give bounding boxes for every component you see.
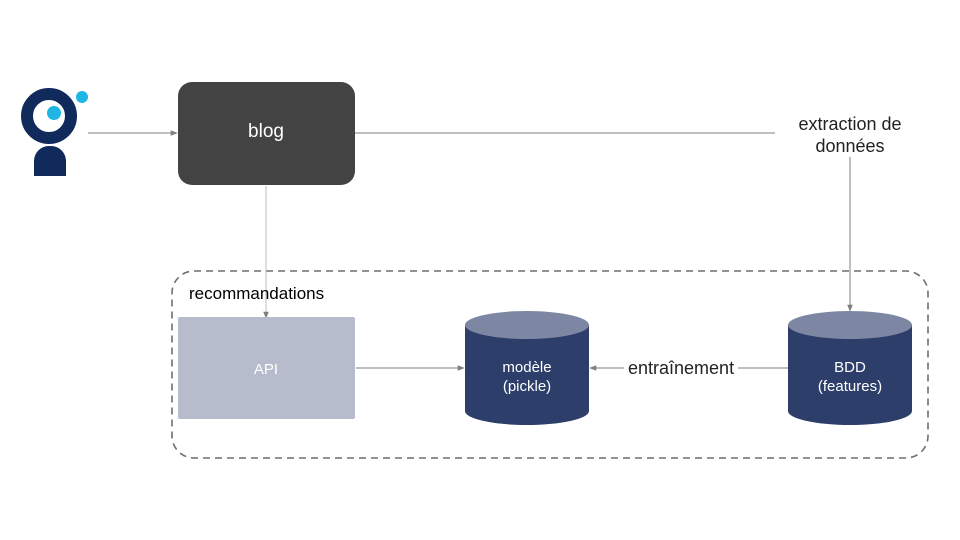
extraction-label-line2: données xyxy=(815,136,885,156)
training-label: entraînement xyxy=(624,357,739,379)
extraction-label-line1: extraction de xyxy=(798,114,902,134)
blog-node xyxy=(178,82,355,185)
user-logo-icon xyxy=(21,88,88,176)
arrow-blog-to-bdd xyxy=(355,132,853,312)
api-node xyxy=(178,317,355,419)
bdd-label-line2: (features) xyxy=(818,378,882,395)
api-node-label: API xyxy=(254,361,278,378)
model-label-line2: (pickle) xyxy=(503,378,551,395)
blog-node-label: blog xyxy=(248,121,284,142)
bdd-label-line1: BDD xyxy=(834,359,866,376)
bdd-cylinder xyxy=(788,311,912,425)
group-label-recommandations: recommandations xyxy=(189,284,325,303)
recommendations-group-border xyxy=(171,270,929,459)
model-cylinder xyxy=(465,311,589,425)
extraction-label: extraction de données xyxy=(775,113,925,157)
model-label-line1: modèle xyxy=(502,359,551,376)
